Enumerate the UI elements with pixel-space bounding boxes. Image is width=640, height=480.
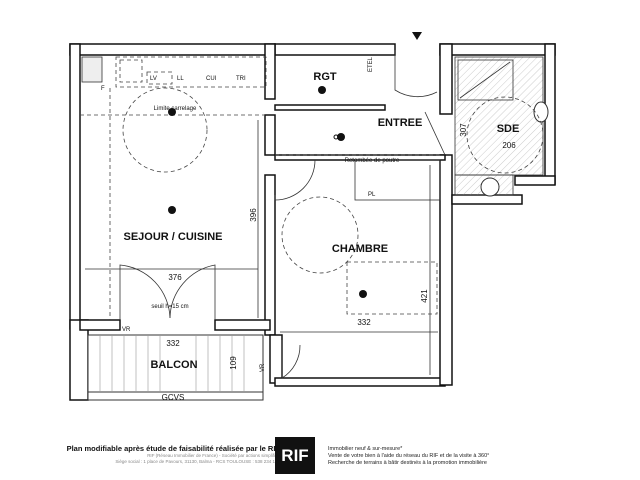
detector-icon <box>333 134 339 140</box>
footer-left: Plan modifiable après étude de faisabili… <box>60 444 280 465</box>
pl-label: PL <box>368 192 376 198</box>
dim-balcon-depth: 109 <box>229 356 238 370</box>
lv-label: LV <box>150 76 157 82</box>
vr-label-sejour: VR <box>122 327 131 333</box>
wardrobe <box>354 159 441 201</box>
rif-logo: RIF <box>275 437 315 474</box>
walls <box>69 43 556 401</box>
dim-sejour-width: 376 <box>168 273 182 282</box>
doors <box>119 32 446 379</box>
room-label-sde: SDE <box>497 123 520 135</box>
dim-chambre-depth: 421 <box>420 289 429 303</box>
retombee-label: Retombée de poutre <box>345 158 400 164</box>
washbasin-icon <box>480 177 500 197</box>
footer-address: Siège social : 1 place de Pavours, 31130… <box>115 459 280 464</box>
dim-sejour-depth: 396 <box>249 208 258 222</box>
room-label-entree: ENTREE <box>378 117 423 129</box>
room-label-sejour: SEJOUR / CUISINE <box>123 231 222 243</box>
dashed-guides <box>80 87 544 320</box>
f-label: F <box>101 86 105 92</box>
vr-label-chambre: VR <box>260 363 266 372</box>
ceiling-light-icon <box>337 133 345 141</box>
footer-right: Immobilier neuf & sur-mesure* Vente de v… <box>328 446 489 467</box>
dim-sde-width: 206 <box>502 141 516 150</box>
dim-balcon-width: 332 <box>166 339 180 348</box>
shower-tray <box>457 59 514 101</box>
room-label-rgt: RGT <box>313 71 337 83</box>
entrance-arrow-icon <box>412 32 422 40</box>
footer-service-3: Recherche de terrains à bâtir destinés à… <box>328 460 487 466</box>
footer-company: RIF (Réseau Immobilier de France) - Soci… <box>147 453 280 458</box>
footer-service-2: Vente de votre bien à l'aide du réseau d… <box>328 453 490 459</box>
toilet-icon <box>533 101 549 123</box>
footer-title: Plan modifiable après étude de faisabili… <box>66 444 280 453</box>
dim-chambre-width: 332 <box>357 318 371 327</box>
light-points <box>168 86 367 298</box>
cui-label: CUI <box>206 76 217 82</box>
kitchen-units <box>81 56 267 88</box>
ceiling-light-icon <box>318 86 326 94</box>
sde-tiling <box>454 56 549 197</box>
etel-label: ETEL <box>368 56 374 72</box>
gcvs-label: GCVS <box>162 393 185 402</box>
ceiling-light-icon <box>359 290 367 298</box>
limite-carrelage-label: Limite carrelage <box>154 106 197 112</box>
room-label-balcon: BALCON <box>150 359 197 371</box>
dim-sde-depth: 307 <box>459 123 468 137</box>
ceiling-light-icon <box>168 108 176 116</box>
balcony-area <box>87 334 264 401</box>
footer-service-1: Immobilier neuf & sur-mesure* <box>328 446 403 452</box>
ceiling-light-icon <box>168 206 176 214</box>
ll-label: LL <box>177 76 184 82</box>
room-label-chambre: CHAMBRE <box>332 243 388 255</box>
seuil-label: seuil h=15 cm <box>151 304 188 310</box>
tri-label: TRI <box>236 76 246 82</box>
